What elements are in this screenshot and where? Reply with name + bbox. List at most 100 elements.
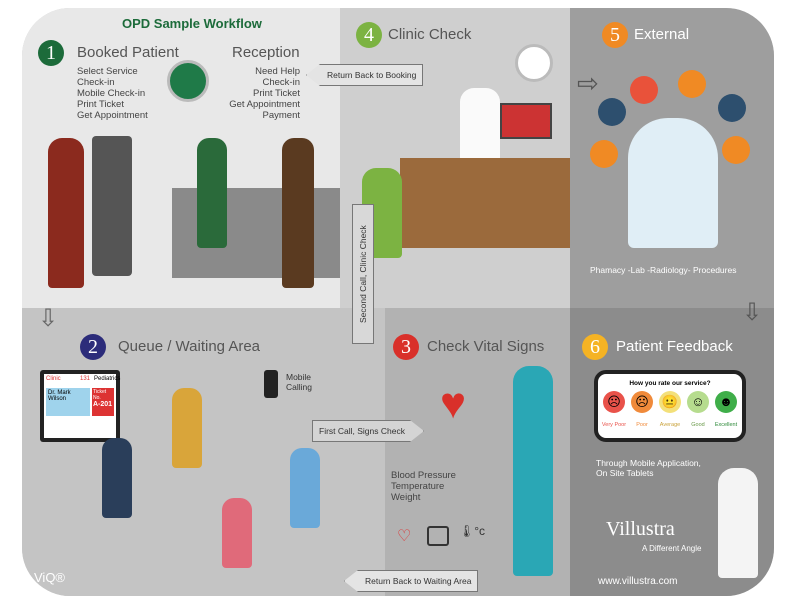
feedback-title: Patient Feedback [616, 338, 733, 355]
doctor-illustration [460, 88, 500, 158]
rating-label: Excellent [714, 422, 738, 428]
blood-pressure-icon: ♡ [397, 528, 412, 545]
external-title: External [634, 26, 690, 43]
good-face-button[interactable]: ☺ [687, 391, 709, 413]
feedback-caption: Through Mobile Application, On Site Tabl… [596, 458, 701, 478]
display-clinic: Clinic [46, 376, 61, 382]
vitals-list: Blood Pressure Temperature Weight [391, 470, 456, 503]
step-number-5: 5 [602, 22, 628, 48]
kiosk-illustration [92, 136, 132, 276]
clock-icon [167, 60, 209, 102]
clock-icon [515, 44, 553, 82]
list-item: Need Help [255, 66, 300, 77]
rating-label: Average [659, 422, 681, 428]
syringe-icon [598, 98, 626, 126]
excellent-face-button[interactable]: ☻ [715, 391, 737, 413]
page-title: OPD Sample Workflow [122, 16, 262, 31]
display-dept: Pediatrics [94, 376, 121, 382]
brand-tagline: A Different Angle [642, 544, 702, 553]
return-to-waiting-arrow: Return Back to Waiting Area [344, 570, 479, 592]
panel-feedback: 6 Patient Feedback How you rate our serv… [570, 308, 774, 596]
doctor-illustration [628, 118, 718, 248]
mobile-calling-label: Mobile Calling [286, 372, 312, 392]
display-doctor: Dr. Mark Wilson [46, 388, 90, 416]
list-item: Print Ticket [77, 99, 124, 110]
brand-url: www.villustra.com [598, 576, 678, 587]
medical-kit-icon [630, 76, 658, 104]
rating-faces: ☹ ☹ 😐 ☺ ☻ [598, 391, 742, 413]
patient-illustration [48, 138, 84, 288]
average-face-button[interactable]: 😐 [659, 391, 681, 413]
queue-title: Queue / Waiting Area [118, 338, 261, 355]
list-item: Get Appointment [77, 110, 148, 121]
display-room: 131 [80, 376, 91, 382]
step-number-3: 3 [393, 334, 419, 360]
vitals-title: Check Vital Signs [427, 338, 545, 355]
step-number-2: 2 [80, 334, 106, 360]
heartbeat-icon [590, 140, 618, 168]
rating-label: Very Poor [601, 422, 627, 428]
panel-external: 5 External Phamacy -Lab -Radiology- Proc… [570, 8, 774, 308]
list-item: Get Appointment [229, 99, 300, 110]
list-item: Payment [262, 110, 301, 121]
waiting-patient-illustration [172, 388, 202, 468]
list-item: Check-in [262, 77, 301, 88]
list-item: Select Service [77, 66, 138, 77]
bandage-icon [718, 94, 746, 122]
arrow-down-icon: ⇩ [38, 305, 59, 332]
external-caption: Phamacy -Lab -Radiology- Procedures [590, 265, 737, 275]
second-call-arrow: Second Call, Clinic Check [352, 204, 374, 344]
desk-illustration [400, 158, 570, 248]
stethoscope-icon [722, 136, 750, 164]
display-ticket: A-201 [93, 401, 113, 408]
display-ticket-label: Ticket No. [93, 389, 107, 401]
waiting-patient-illustration [290, 448, 320, 528]
scale-icon [427, 526, 449, 546]
pill-icon [678, 70, 706, 98]
list-item: Check-in [77, 77, 115, 88]
booked-list: Select Service Check-in Mobile Check-in … [77, 66, 148, 121]
heart-rate-icon: ♥ [440, 379, 467, 428]
viq-logo: ViQ® [34, 570, 66, 585]
step-number-4: 4 [356, 22, 382, 48]
clinic-title: Clinic Check [388, 26, 472, 43]
thermometer-icon: 🌡°c [459, 524, 486, 538]
first-call-arrow: First Call, Signs Check [312, 420, 424, 442]
mobile-phone-icon [264, 370, 278, 398]
feedback-phone: How you rate our service? ☹ ☹ 😐 ☺ ☻ Very Poo… [594, 370, 746, 442]
return-to-booking-arrow: Return Back to Booking [306, 64, 424, 86]
arrow-down-icon: ⇩ [742, 299, 763, 326]
panel-clinic-check: 4 Clinic Check [340, 8, 570, 308]
list-item: Print Ticket [253, 88, 300, 99]
rating-label: Good [691, 422, 705, 428]
rating-label: Poor [636, 422, 648, 428]
panel-booked: OPD Sample Workflow 1 Booked Patient Sel… [22, 8, 342, 308]
waiting-patient-illustration [102, 438, 132, 518]
poor-face-button[interactable]: ☹ [631, 391, 653, 413]
feedback-question: How you rate our service? [629, 380, 711, 387]
list-item: Blood Pressure [391, 470, 456, 481]
reception-list: Need Help Check-in Print Ticket Get Appo… [212, 66, 300, 121]
receptionist-illustration [197, 138, 227, 248]
panel-vital-signs: 3 Check Vital Signs ♥ Blood Pressure Tem… [385, 308, 570, 596]
arrow-right-icon: ⇨ [577, 68, 599, 98]
very-poor-face-button[interactable]: ☹ [603, 391, 625, 413]
queue-display-screen: Clinic 131 Pediatrics Dr. Mark Wilson Ti… [40, 370, 120, 442]
monitor-illustration [500, 103, 552, 139]
workflow-infographic: OPD Sample Workflow 1 Booked Patient Sel… [22, 8, 774, 596]
panel-queue: 2 Queue / Waiting Area Clinic 131 Pediat… [22, 308, 385, 596]
booked-title: Booked Patient [77, 44, 179, 61]
list-item: Weight [391, 492, 421, 503]
nurse-illustration [513, 366, 553, 576]
step-number-1: 1 [38, 40, 64, 66]
list-item: Temperature [391, 481, 445, 492]
villustra-logo: Villustra [606, 518, 675, 540]
list-item: Mobile Check-in [77, 88, 146, 99]
step-number-6: 6 [582, 334, 608, 360]
visitor-illustration [282, 138, 314, 288]
display-ticket-box: Ticket No.A-201 [92, 388, 114, 416]
rating-labels: Very Poor Poor Average Good Excellent [598, 413, 742, 431]
waiting-patient-illustration [222, 498, 252, 568]
reception-title: Reception [232, 44, 300, 61]
chef-mascot-illustration [718, 468, 758, 578]
